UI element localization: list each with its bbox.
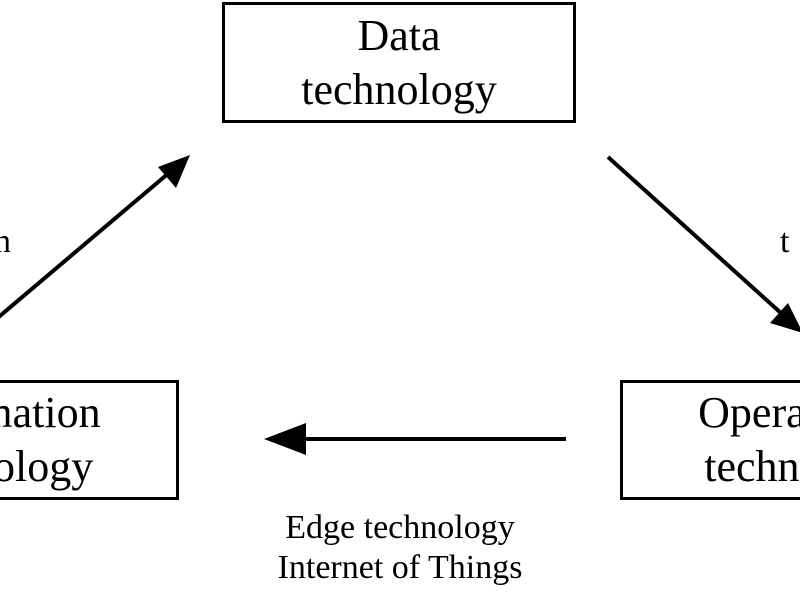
node-operational-technology-line1: Operational <box>698 388 800 437</box>
node-data-technology-line2: technology <box>301 64 497 114</box>
arrow-ops-to-info <box>264 423 566 455</box>
node-data-technology-line1: Data <box>357 10 441 60</box>
arrow-data-to-ops <box>606 155 800 333</box>
edge-label-ops-to-info: Edge technology Internet of Things <box>190 508 610 588</box>
edge-label-ops-to-info-line2: Internet of Things <box>277 549 523 586</box>
node-operational-technology: Operational technology <box>620 380 800 500</box>
edge-label-info-to-data: n <box>0 223 11 260</box>
node-operational-technology-line2: technology <box>704 442 800 491</box>
edge-label-data-to-ops: t <box>780 223 790 260</box>
node-information-technology-line1: Information <box>0 388 101 437</box>
arrow-info-to-data <box>0 155 190 319</box>
edge-label-ops-to-info-line1: Edge technology <box>285 509 515 546</box>
node-information-technology: Information technology <box>0 380 179 500</box>
node-data-technology: Data technology <box>222 2 576 123</box>
node-information-technology-line2: technology <box>0 442 94 491</box>
